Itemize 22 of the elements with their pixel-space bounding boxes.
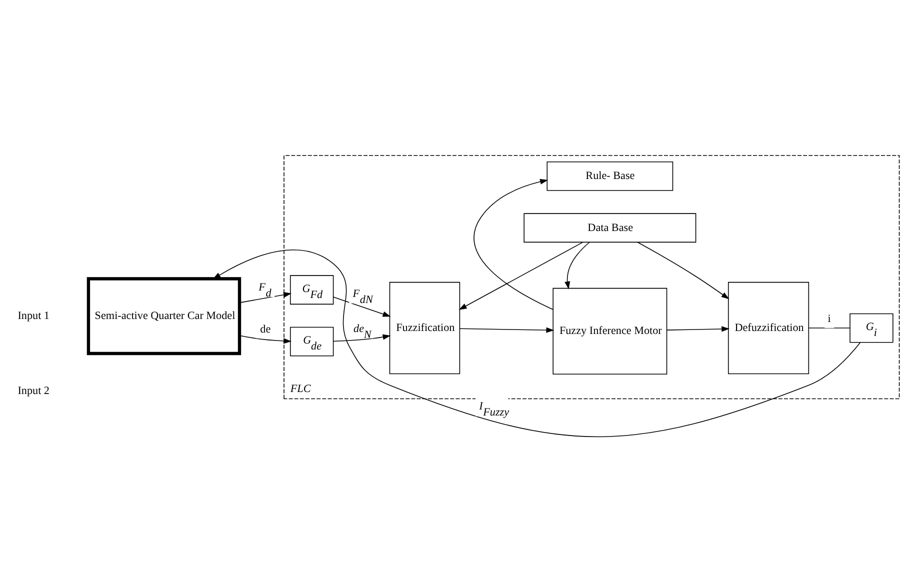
connector — [808, 327, 850, 328]
node-box: Defuzzification — [728, 281, 810, 374]
node-box: Data Base — [524, 212, 696, 242]
arrow — [212, 249, 861, 437]
label: Input 2 — [18, 384, 50, 396]
arrow — [458, 241, 584, 310]
arrow — [564, 241, 590, 289]
arrow — [637, 241, 730, 299]
arrow — [332, 296, 391, 316]
edge-label: i — [828, 312, 831, 325]
node-box: Rule- Base — [546, 161, 674, 190]
arrow — [459, 326, 554, 332]
node-box: Fuzzification — [389, 281, 460, 374]
node-box: Semi-active Quarter Car Model — [86, 276, 242, 355]
node-box: Fuzzy Inference Motor — [552, 287, 668, 374]
label: Input 1 — [18, 310, 50, 322]
arrow — [474, 178, 554, 310]
arrow — [239, 334, 292, 344]
arrow — [333, 334, 391, 342]
arrow — [239, 292, 292, 303]
arrow — [666, 326, 730, 332]
edge-label: de — [260, 323, 271, 336]
